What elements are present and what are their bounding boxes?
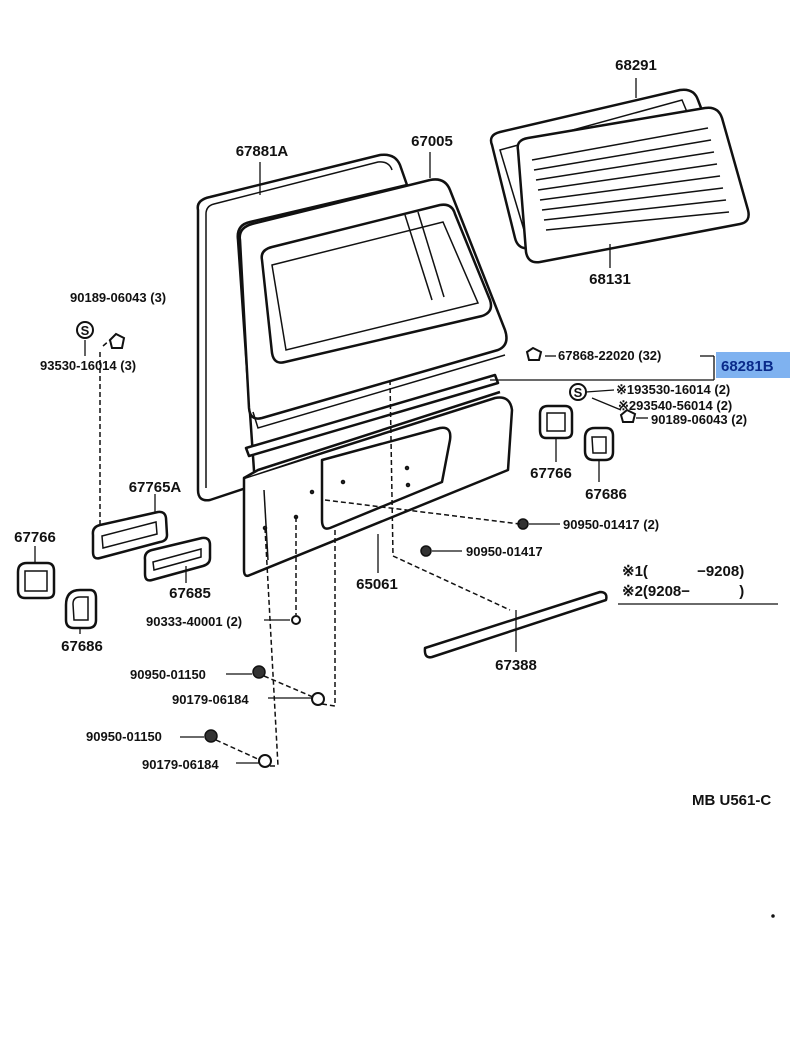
leader-lines [34,78,715,764]
nut-90179-06184-b[interactable] [258,754,272,768]
label-90950-01150-a: 90950-01150 [130,667,206,682]
label-67868: 67868-22020 (32) [558,348,661,363]
label-67388: 67388 [495,657,537,674]
diagram-code: MB U561-C [692,792,771,809]
label-67005: 67005 [411,133,453,150]
legend-row-2: ※2(9208− ) [622,583,744,600]
seal-67686-right[interactable] [583,426,615,462]
label-65061: 65061 [356,576,398,593]
pad-67766-right[interactable] [538,404,574,440]
grommet-90950-01150-b[interactable] [204,729,218,743]
clip-90189-left[interactable] [108,332,126,349]
s-symbol-right: S [574,385,583,400]
label-68291: 68291 [615,57,657,74]
back-window-glass-68131[interactable] [516,106,750,264]
label-90189-left: 90189-06043 (3) [70,290,166,305]
label-68131: 68131 [589,271,631,288]
lower-trim-panel-65061[interactable] [242,390,514,578]
s-symbol-left: S [81,323,90,338]
s-clip-left[interactable]: S [76,321,94,339]
label-93540-right: ※293540-56014 (2) [618,398,732,413]
label-67881a: 67881A [236,143,289,160]
label-90950-01417: 90950-01417 [466,544,543,559]
label-67766-left: 67766 [14,529,56,546]
label-90179-06184-a: 90179-06184 [172,692,249,707]
label-90950-01150-b: 90950-01150 [86,729,162,744]
belt-moulding-68281b[interactable] [244,373,500,458]
s-clip-right[interactable]: S [569,383,587,401]
label-90950-01417-2: 90950-01417 (2) [563,517,659,532]
label-67686-right: 67686 [585,486,627,503]
highlight-68281b [716,352,790,378]
pad-67766-left[interactable] [16,561,56,600]
label-67765a: 67765A [129,479,182,496]
label-90179-06184-b: 90179-06184 [142,757,219,772]
clip-90189-right[interactable] [619,408,637,423]
cover-67765a[interactable] [91,510,169,560]
label-93530-right: ※193530-16014 (2) [616,382,730,397]
label-90189-right: 90189-06043 (2) [651,412,747,427]
clip-67868[interactable] [525,346,543,361]
label-67686-left: 67686 [61,638,103,655]
label-67766-right: 67766 [530,465,572,482]
grommet-90950-01150-a[interactable] [252,665,266,679]
nut-90179-06184-a[interactable] [311,692,325,706]
label-67685: 67685 [169,585,211,602]
legend-row-1: ※1( −9208) [622,563,744,580]
stray-dot [771,914,775,918]
grommet-90950-01417[interactable] [420,545,432,557]
label-68281b: 68281B [721,358,774,375]
dashed-lines [99,339,521,767]
label-93530-left: 93530-16014 (3) [40,358,136,373]
cover-67685[interactable] [143,536,212,582]
label-90333: 90333-40001 (2) [146,614,242,629]
back-door-panel-67005[interactable] [238,178,508,429]
clip-90333[interactable] [291,615,301,625]
seal-67686-left[interactable] [64,588,98,630]
